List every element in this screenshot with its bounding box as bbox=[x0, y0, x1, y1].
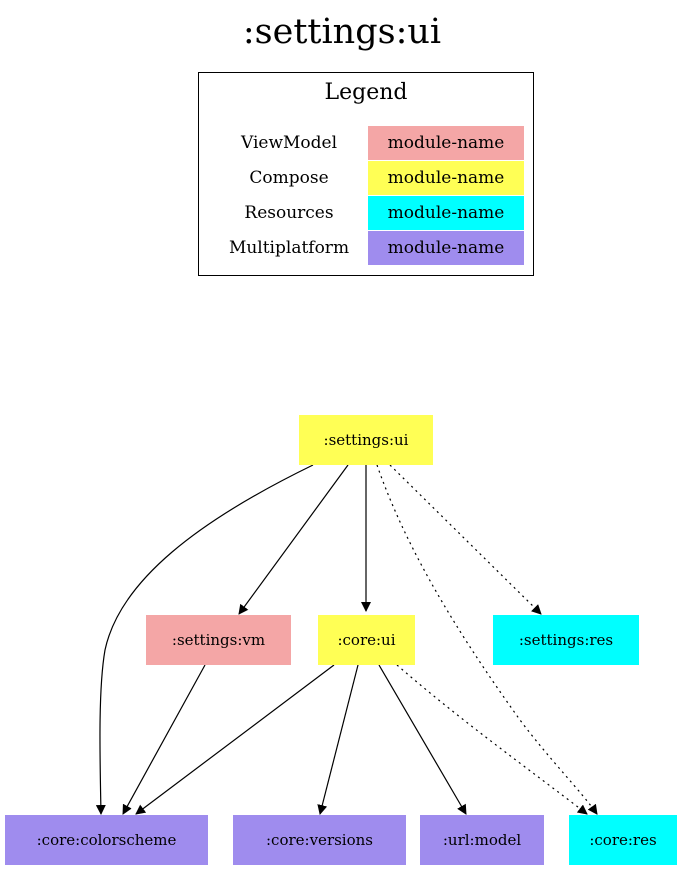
edge-settings-ui-to-core-colorscheme bbox=[95, 464, 314, 815]
legend: Legend ViewModel module-name Compose mod… bbox=[198, 72, 534, 276]
legend-swatch-resources: module-name bbox=[368, 196, 524, 230]
node-settings-vm: :settings:vm bbox=[146, 615, 291, 665]
legend-row-resources: Resources module-name bbox=[199, 196, 533, 230]
node-url-model: :url:model bbox=[420, 815, 544, 865]
legend-title: Legend bbox=[324, 80, 408, 105]
legend-label: Multiplatform bbox=[228, 238, 350, 258]
legend-swatch-compose: module-name bbox=[368, 161, 524, 195]
edge-core-ui-to-core-versions bbox=[317, 664, 359, 815]
legend-label: Resources bbox=[244, 203, 334, 223]
edge-core-ui-to-core-res bbox=[396, 664, 588, 815]
node-settings-res: :settings:res bbox=[493, 615, 639, 665]
graph-title: :settings:ui bbox=[242, 12, 442, 52]
node-core-ui: :core:ui bbox=[318, 615, 415, 665]
node-core-colorscheme: :core:colorscheme bbox=[5, 815, 208, 865]
edge-settings-ui-to-core-res bbox=[376, 464, 598, 815]
node-settings-ui: :settings:ui bbox=[299, 415, 433, 465]
legend-row-viewmodel: ViewModel module-name bbox=[199, 126, 533, 160]
edge-core-ui-to-core-colorscheme bbox=[135, 664, 335, 815]
node-core-res: :core:res bbox=[569, 815, 677, 865]
edge-core-ui-to-url-model bbox=[378, 664, 467, 815]
legend-row-compose: Compose module-name bbox=[199, 161, 533, 195]
legend-swatch-viewmodel: module-name bbox=[368, 126, 524, 160]
legend-row-multiplatform: Multiplatform module-name bbox=[199, 231, 533, 265]
edge-settings-vm-to-core-colorscheme bbox=[122, 664, 206, 815]
legend-label: Compose bbox=[249, 168, 329, 188]
edge-settings-ui-to-settings-vm bbox=[238, 464, 349, 615]
edge-settings-ui-to-settings-res bbox=[389, 464, 542, 615]
legend-label: ViewModel bbox=[240, 133, 338, 153]
node-core-versions: :core:versions bbox=[233, 815, 406, 865]
legend-swatch-multiplatform: module-name bbox=[368, 231, 524, 265]
